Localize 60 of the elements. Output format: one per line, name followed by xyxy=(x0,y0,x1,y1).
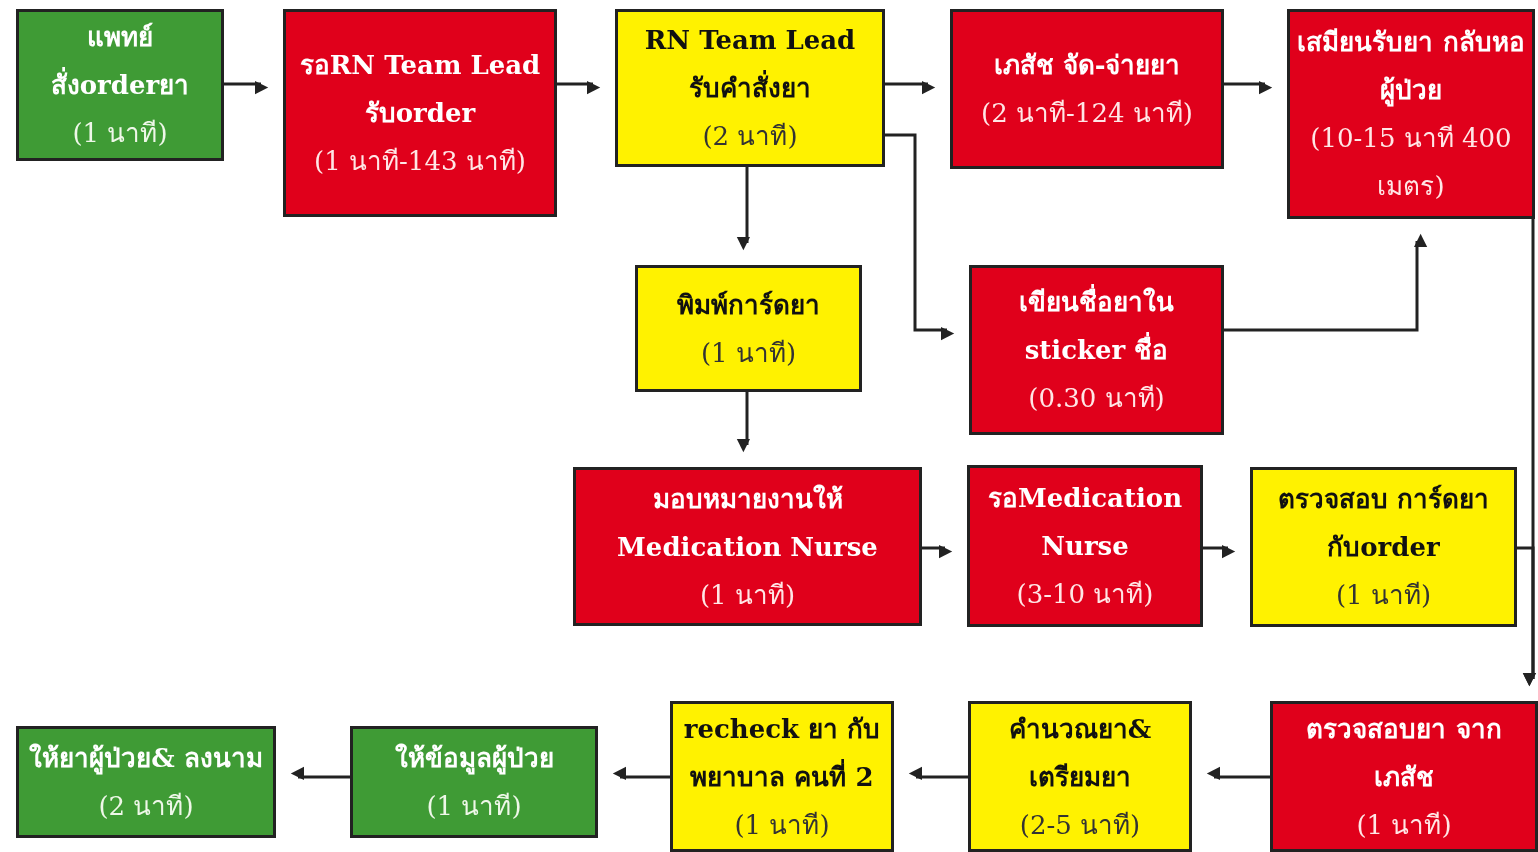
step-label: เขียนชื่อยาใน sticker ชื่อ xyxy=(978,278,1215,374)
arrow xyxy=(922,545,953,559)
arrow xyxy=(1224,81,1273,95)
step-label: รอRN Team Lead รับorder xyxy=(298,49,542,130)
duration-label: (2 นาที) xyxy=(702,120,798,153)
step-label: ให้ข้อมูลผู้ป่วย xyxy=(394,742,554,777)
process-box xyxy=(283,9,557,217)
step-label: แพทย์ สั่งorderยา xyxy=(49,21,191,102)
duration-label: (1 นาที) xyxy=(426,790,522,823)
arrow xyxy=(224,81,269,95)
duration-label: (3-10 นาที) xyxy=(1016,578,1154,611)
step-label: ให้ยาผู้ป่วย& ลงนาม xyxy=(29,742,263,777)
duration-label: (1 นาที) xyxy=(72,117,168,150)
arrow xyxy=(1203,545,1236,559)
duration-label: (10-15 นาที 400 เมตร) xyxy=(1309,122,1513,203)
arrow xyxy=(290,766,350,780)
step-label: รอMedication Nurse xyxy=(986,482,1184,563)
process-box xyxy=(967,465,1203,627)
step-label: ตรวจสอบยา จากเภสัช xyxy=(1305,712,1503,794)
duration-label: (1 นาที-143 นาที) xyxy=(314,145,526,178)
process-box xyxy=(969,265,1224,435)
duration-label: (2-5 นาที) xyxy=(1019,808,1141,842)
arrow xyxy=(1206,766,1270,780)
step-label: ตรวจสอบ การ์ดยากับorder xyxy=(1276,483,1491,564)
step-label: พิมพ์การ์ดยา xyxy=(677,288,820,322)
step-label: มอบหมายงานให้ Medication Nurse xyxy=(616,482,879,564)
step-label: เสมียนรับยา กลับหอผู้ป่วย xyxy=(1296,26,1526,109)
arrow xyxy=(557,81,601,95)
arrow xyxy=(908,766,968,780)
arrow xyxy=(736,392,750,453)
duration-label: (1 นาที) xyxy=(1356,808,1452,842)
process-box xyxy=(950,9,1224,169)
process-box xyxy=(1287,9,1535,219)
arrow xyxy=(885,81,936,95)
process-box xyxy=(16,9,224,161)
arrow xyxy=(736,167,750,251)
process-box xyxy=(635,265,862,392)
process-box xyxy=(1270,701,1538,852)
arrow xyxy=(1517,546,1536,687)
duration-label: (0.30 นาที) xyxy=(1028,382,1165,415)
process-box xyxy=(968,701,1192,852)
duration-label: (2 นาที) xyxy=(98,790,194,823)
duration-label: (2 นาที-124 นาที) xyxy=(981,97,1193,130)
duration-label: (1 นาที) xyxy=(700,336,797,370)
process-box xyxy=(16,726,276,838)
duration-label: (1 นาที) xyxy=(1335,579,1432,612)
step-label: RN Team Lead รับคำสั่งยา xyxy=(643,24,857,105)
process-box xyxy=(670,701,894,852)
arrow xyxy=(612,766,670,780)
process-box xyxy=(1250,467,1517,627)
step-label: คำนวณยา& เตรียมยา xyxy=(1007,712,1153,794)
process-box xyxy=(350,726,598,838)
step-label: recheck ยา กับพยาบาล คนที่ 2 xyxy=(682,712,882,794)
duration-label: (1 นาที) xyxy=(699,578,796,612)
process-box xyxy=(573,467,922,626)
duration-label: (1 นาที) xyxy=(734,808,830,842)
arrow xyxy=(885,133,955,341)
arrow xyxy=(1224,233,1428,332)
process-box xyxy=(615,9,885,167)
step-label: เภสัช จัด-จ่ายยา xyxy=(993,49,1181,82)
